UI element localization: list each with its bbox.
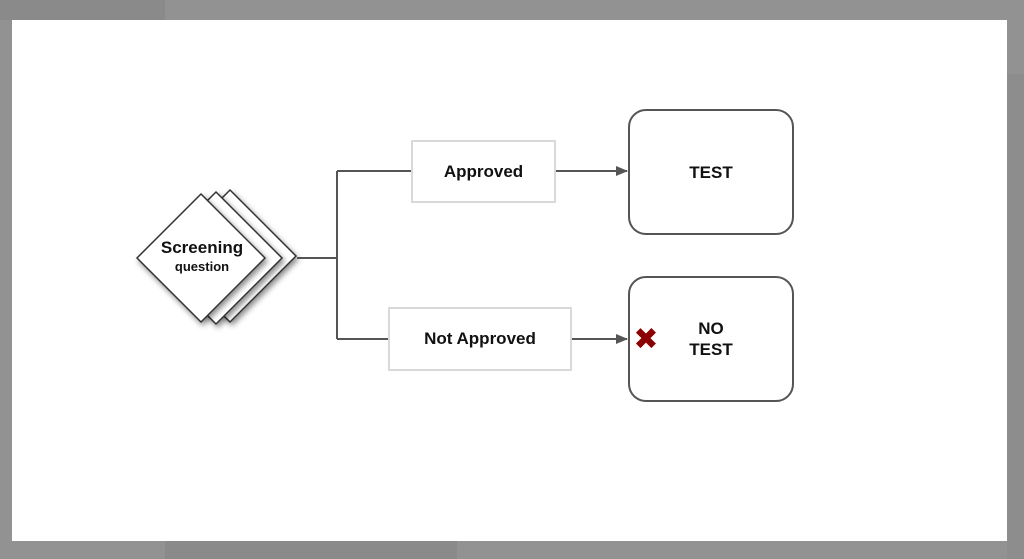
branch-label-approved-text: Approved xyxy=(443,161,524,181)
result-test-box: TEST xyxy=(628,109,794,235)
background-strip xyxy=(1007,74,1024,559)
background-strip xyxy=(0,0,165,20)
branch-label-approved: Approved xyxy=(411,140,556,203)
result-no-test-line-2: TEST xyxy=(689,340,733,359)
close-x-icon: ✖ xyxy=(633,322,659,357)
result-no-test-box: NO TEST xyxy=(628,276,794,402)
result-test-text: TEST xyxy=(689,162,733,182)
decision-label: Screening question xyxy=(150,238,254,275)
decision-subtitle: question xyxy=(174,259,230,274)
decision-diamond-front xyxy=(135,192,267,324)
branch-label-not-approved: Not Approved xyxy=(388,307,572,371)
branch-label-not-approved-text: Not Approved xyxy=(424,329,536,348)
decision-title: Screening xyxy=(160,238,244,257)
result-no-test-line-1: NO xyxy=(698,319,724,338)
background-strip xyxy=(165,541,457,559)
